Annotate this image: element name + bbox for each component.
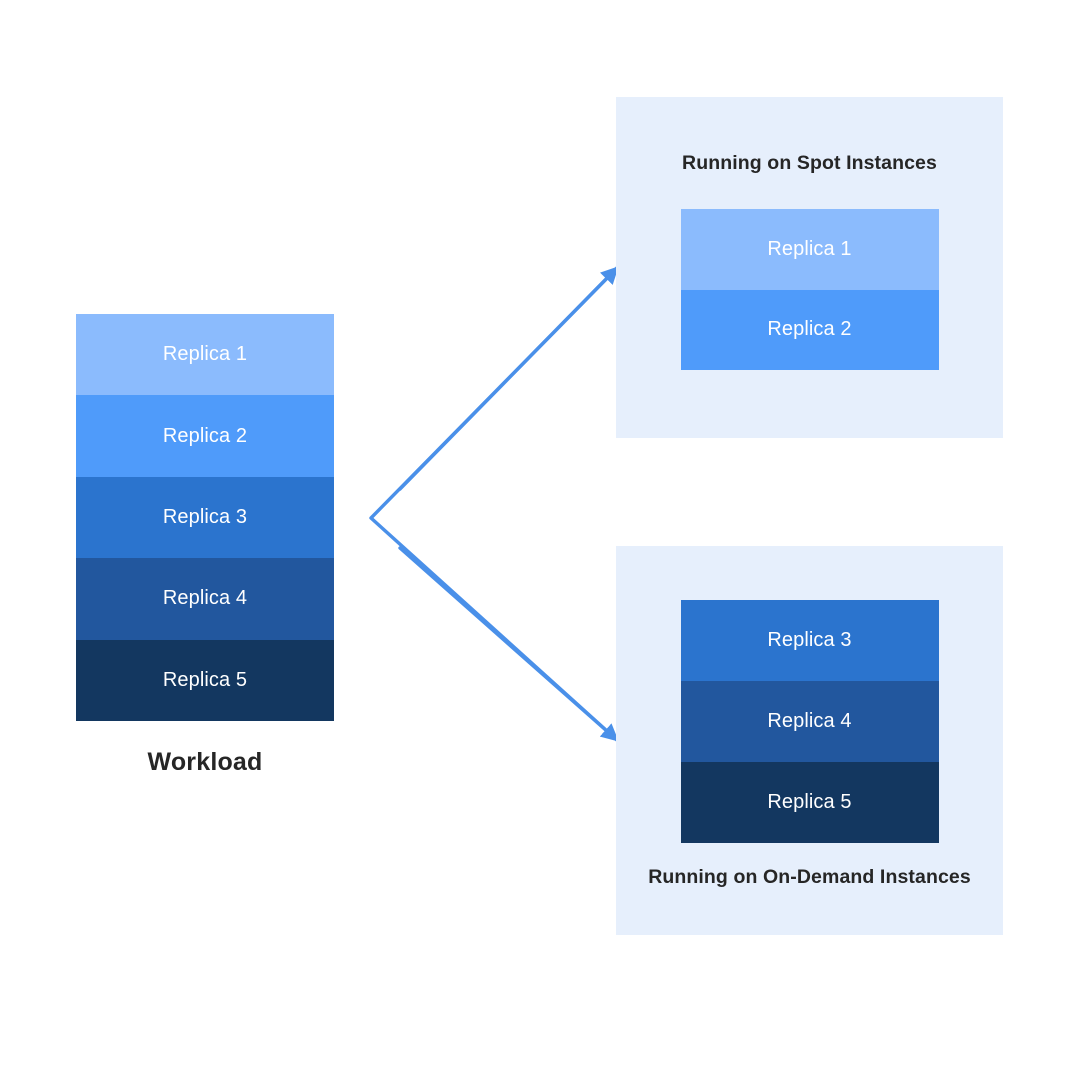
workload-replica-5[interactable]: Replica 5 (76, 639, 334, 721)
on-demand-replica-stack: Replica 3 Replica 4 Replica 5 (680, 600, 939, 843)
on-demand-replica-3-label: Replica 3 (767, 629, 852, 651)
workload-group: Replica 1 Replica 2 Replica 3 Replica 4 … (76, 314, 334, 777)
workload-replica-4-label: Replica 4 (162, 587, 248, 610)
workload-caption: Workload (147, 747, 263, 776)
workload-replica-1-label: Replica 1 (162, 343, 248, 366)
workload-replica-3[interactable]: Replica 3 (76, 476, 334, 559)
workload-replica-stack: Replica 1 Replica 2 Replica 3 Replica 4 … (76, 314, 334, 721)
arrow-to-on-demand (398, 546, 619, 742)
workload-replica-2[interactable]: Replica 2 (76, 395, 334, 477)
arrow-to-spot (398, 266, 619, 491)
spot-replica-1-label: Replica 1 (767, 237, 852, 260)
workload-replica-2-label: Replica 2 (162, 424, 248, 447)
on-demand-replica-5-label: Replica 5 (767, 791, 852, 813)
arrow-path-base (369, 266, 619, 742)
spot-replica-stack: Replica 1 Replica 2 (680, 209, 939, 371)
on-demand-replica-4[interactable]: Replica 4 (680, 681, 939, 762)
workload-replica-4[interactable]: Replica 4 (76, 558, 334, 640)
workload-replica-1[interactable]: Replica 1 (76, 314, 334, 396)
on-demand-replica-5[interactable]: Replica 5 (680, 762, 939, 843)
on-demand-replica-4-label: Replica 4 (767, 710, 852, 732)
spot-instances-panel: Running on Spot Instances Replica 1 Repl… (616, 97, 1003, 438)
spot-instances-title: Running on Spot Instances (682, 152, 937, 174)
on-demand-replica-3[interactable]: Replica 3 (680, 600, 939, 681)
on-demand-instances-title: Running on On-Demand Instances (648, 866, 971, 888)
spot-replica-1[interactable]: Replica 1 (680, 209, 939, 290)
on-demand-instances-panel: Replica 3 Replica 4 Replica 5 Running on… (616, 546, 1003, 935)
spot-replica-2-label: Replica 2 (767, 318, 852, 341)
workload-replica-5-label: Replica 5 (162, 668, 248, 691)
spot-replica-2[interactable]: Replica 2 (680, 289, 939, 371)
workload-replica-3-label: Replica 3 (162, 505, 248, 528)
